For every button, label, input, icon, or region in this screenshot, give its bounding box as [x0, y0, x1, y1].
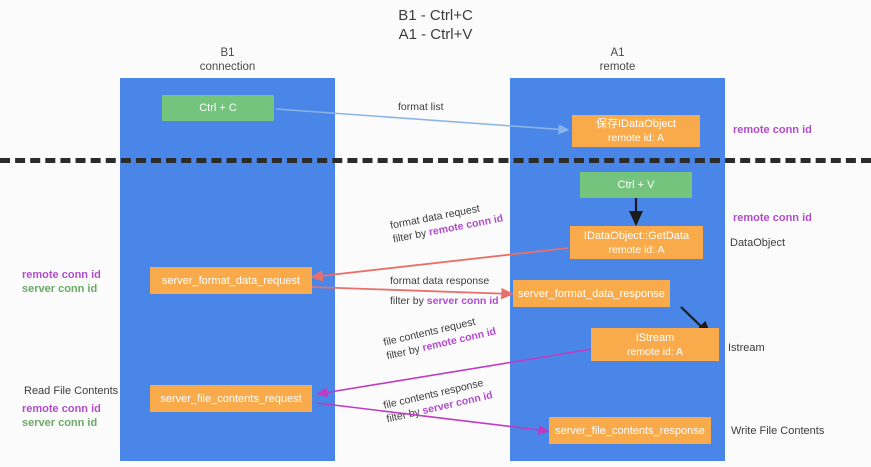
- node-ctrl-v-label: Ctrl + V: [617, 179, 655, 191]
- swimlane-a1-name: A1: [610, 47, 625, 59]
- swimlane-a1-role: remote: [599, 61, 636, 73]
- annotation-left-server-conn-id-2: server conn id: [22, 417, 98, 429]
- node-server-file-contents-response-label: server_file_contents_response: [555, 424, 705, 437]
- node-save-idataobject-subtitle: remote id: A: [607, 132, 665, 144]
- swimlane-header-b1: B1 connection: [120, 46, 335, 74]
- wire-file-contents-response: [316, 402, 550, 435]
- node-istream-subtitle: remote id: A: [626, 345, 684, 358]
- annotation-right-write-file-contents: Write File Contents: [731, 425, 825, 437]
- edge-label-format-data-response-prefix: filter by: [390, 295, 427, 307]
- annotation-right-remote-conn-id-mid: remote conn id: [733, 212, 812, 224]
- swimlane-header-a1: A1 remote: [510, 46, 725, 74]
- node-ctrl-v[interactable]: Ctrl + V: [580, 172, 692, 198]
- title-line-2: A1 - Ctrl+V: [398, 26, 473, 43]
- phase-divider: [0, 158, 871, 163]
- title-line-1: B1 - Ctrl+C: [398, 7, 473, 24]
- wire-format-list: [275, 108, 570, 135]
- annotation-left-remote-conn-id-1: remote conn id: [22, 269, 101, 281]
- node-server-file-contents-request-label: server_file_contents_request: [160, 392, 302, 405]
- node-ctrl-c-label: Ctrl + C: [199, 102, 237, 114]
- annotation-right-dataobject: DataObject: [730, 237, 786, 249]
- node-save-idataobject[interactable]: 保存IDataObject remote id: A: [572, 115, 700, 147]
- annotation-left-read-file-contents: Read File Contents: [24, 385, 119, 397]
- edge-label-format-data-response-text: format data response: [390, 275, 490, 287]
- node-idataobject-getdata-subtitle: remote id: A: [608, 243, 665, 256]
- wire-file-contents-request: [316, 348, 593, 398]
- annotation-right-istream: Istream: [728, 342, 765, 354]
- annotation-left-remote-conn-id-2: remote conn id: [22, 403, 101, 415]
- wire-format-data-request: [310, 247, 569, 282]
- node-istream[interactable]: IStream remote id: A: [591, 328, 719, 361]
- node-server-format-data-response-label: server_format_data_response: [518, 287, 665, 300]
- annotation-right-remote-conn-id-top: remote conn id: [733, 124, 812, 136]
- edge-label-format-data-response-key: server conn id: [426, 295, 499, 307]
- node-ctrl-c[interactable]: Ctrl + C: [162, 95, 274, 121]
- node-save-idataobject-title: 保存IDataObject: [595, 118, 677, 130]
- edge-label-format-data-response: format data response filter by server co…: [390, 274, 499, 308]
- diagram-title: B1 - Ctrl+C A1 - Ctrl+V: [0, 6, 871, 44]
- swimlane-b1-name: B1: [220, 47, 235, 59]
- node-istream-title: IStream: [635, 331, 675, 344]
- edge-label-format-list-text: format list: [398, 101, 444, 113]
- node-server-format-data-response[interactable]: server_format_data_response: [513, 280, 670, 307]
- edge-label-format-list: format list: [398, 100, 444, 114]
- node-idataobject-getdata-title: IDataObject::GetData: [583, 229, 690, 242]
- node-idataobject-getdata[interactable]: IDataObject::GetData remote id: A: [570, 226, 703, 259]
- node-server-file-contents-response[interactable]: server_file_contents_response: [549, 417, 711, 444]
- swimlane-b1-role: connection: [199, 61, 256, 73]
- node-server-format-data-request[interactable]: server_format_data_request: [150, 267, 312, 294]
- annotation-left-server-conn-id-1: server conn id: [22, 283, 98, 295]
- node-server-file-contents-request[interactable]: server_file_contents_request: [150, 385, 312, 412]
- node-server-format-data-request-label: server_format_data_request: [161, 274, 301, 287]
- wire-format-data-response: [310, 286, 514, 300]
